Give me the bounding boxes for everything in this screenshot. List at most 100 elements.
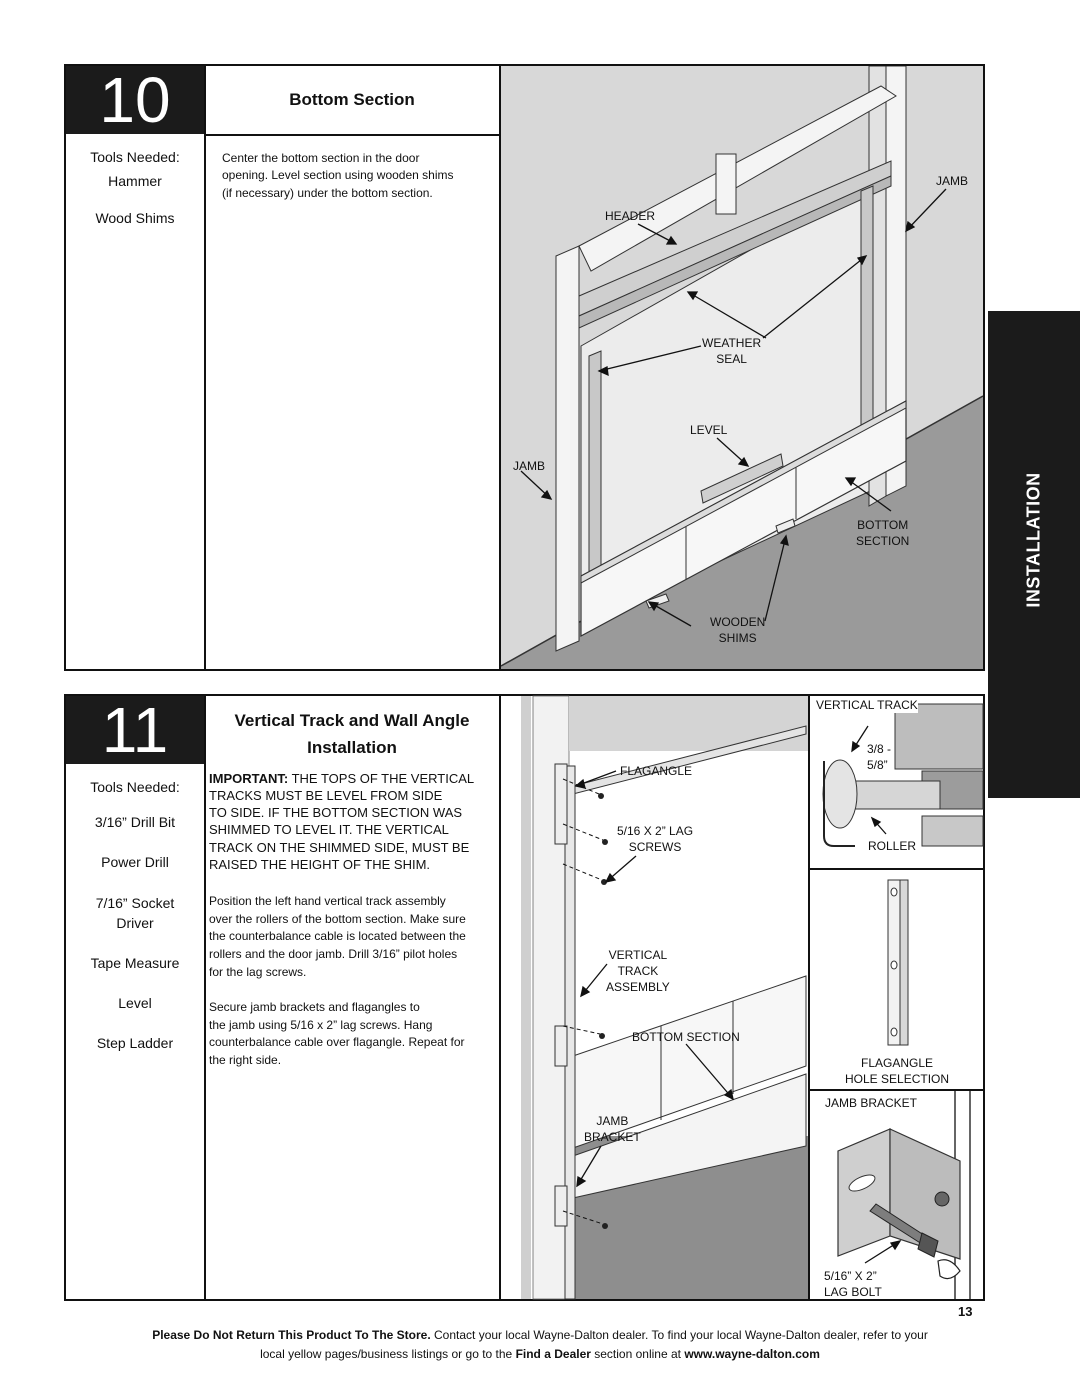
paragraph-line: Position the left hand vertical track as… xyxy=(209,894,446,908)
tool-item: Level xyxy=(118,995,152,1012)
label-line: SECTION xyxy=(856,534,910,549)
inset-label-lag-bolt: 5/16” X 2” LAG BOLT xyxy=(824,1268,882,1300)
label-header: HEADER xyxy=(605,209,656,223)
tool-item: Step Ladder xyxy=(96,1035,174,1052)
label-line: BOTTOM xyxy=(857,518,909,532)
tool-item: 3/16” Drill Bit xyxy=(94,814,176,831)
label-line: 5/16 X 2” LAG xyxy=(617,824,694,838)
instruction-line: (if necessary) under the bottom section. xyxy=(222,185,433,200)
label-line: SEAL xyxy=(716,352,747,367)
tools-heading: Tools Needed: xyxy=(90,779,180,795)
important-line: TRACKS MUST BE LEVEL FROM SIDE xyxy=(209,788,443,804)
inset-label-jamb-bracket: JAMB BRACKET xyxy=(825,1096,918,1110)
paragraph-line: the jamb using 5/16 x 2” lag screws. Han… xyxy=(209,1017,433,1032)
footer-find-dealer[interactable]: Find a Dealer xyxy=(515,1347,591,1362)
tools-heading: Tools Needed: xyxy=(90,149,180,165)
label-jamb-left: JAMB xyxy=(513,459,546,473)
section-side-tab xyxy=(988,311,1080,798)
label-line: LAG BOLT xyxy=(824,1285,882,1300)
label-line: WEATHER xyxy=(702,336,762,350)
tool-item: Power Drill xyxy=(101,854,169,871)
important-line: THE TOPS OF THE VERTICAL xyxy=(288,771,475,786)
step11-tools-divider xyxy=(204,694,206,1301)
inset-label-flagangle: FLAGANGLE HOLE SELECTION xyxy=(845,1055,949,1087)
label-jamb-top: JAMB xyxy=(936,174,969,188)
step11-important: IMPORTANT: THE TOPS OF THE VERTICAL TRAC… xyxy=(209,770,497,873)
important-line: TRACK ON THE SHIMMED SIDE, MUST BE xyxy=(209,839,470,855)
label-line: BRACKET xyxy=(584,1130,641,1145)
step11-paragraph-2: Secure jamb brackets and flagangles to t… xyxy=(209,999,499,1070)
label-weather-seal: WEATHER SEAL xyxy=(702,335,761,367)
step10-title: Bottom Section xyxy=(289,90,415,109)
page-number: 13 xyxy=(958,1304,973,1319)
step10-instructions: Center the bottom section in the door op… xyxy=(222,150,492,202)
paragraph-line: Secure jamb brackets and flagangles to xyxy=(209,1000,420,1014)
label-line: SCREWS xyxy=(628,840,682,855)
label-jamb-bracket: JAMB BRACKET xyxy=(584,1113,641,1145)
inset-label-vertical-track: VERTICAL TRACK xyxy=(816,697,918,714)
label-line: 5/16” X 2” xyxy=(824,1269,877,1283)
step11-figure-divider xyxy=(499,694,501,1301)
label-level: LEVEL xyxy=(690,423,728,437)
step11-paragraph-1: Position the left hand vertical track as… xyxy=(209,893,499,981)
step11-figure xyxy=(501,695,808,1300)
label-lag-screws: 5/16 X 2” LAG SCREWS xyxy=(617,823,693,855)
label-flagangle: FLAGANGLE xyxy=(620,764,693,778)
label-line: VERTICAL xyxy=(608,948,668,962)
label-line: WOODEN xyxy=(710,615,766,629)
important-lead: IMPORTANT: xyxy=(209,771,289,786)
important-line: RAISED THE HEIGHT OF THE SHIM. xyxy=(209,856,431,872)
step10-tools: Tools Needed: Hammer Wood Shims xyxy=(68,148,202,251)
step11-title: Vertical Track and Wall Angle Installati… xyxy=(206,707,498,761)
tool-item: Wood Shims xyxy=(95,210,175,227)
tool-item: Hammer xyxy=(108,173,162,190)
paragraph-line: over the rollers of the bottom section. … xyxy=(209,911,466,926)
paragraph-line: for the lag screws. xyxy=(209,964,307,979)
label-bottom-section: BOTTOM SECTION xyxy=(632,1030,740,1044)
step11-inset-divider xyxy=(808,694,810,1301)
step11-inset-rule-1 xyxy=(808,868,985,870)
footer-bold: Please Do Not Return This Product To The… xyxy=(152,1328,431,1342)
step10-panel xyxy=(64,64,985,671)
tool-item: Tape Measure xyxy=(90,954,180,971)
step11-tools: Tools Needed: 3/16” Drill Bit Power Dril… xyxy=(68,778,202,1076)
inset-label-gap: 3/8 - 5/8” xyxy=(867,741,891,773)
paragraph-line: rollers and the door jamb. Drill 3/16” p… xyxy=(209,946,458,961)
instruction-line: Center the bottom section in the door xyxy=(222,151,420,165)
label-line: 3/8 - xyxy=(867,742,892,756)
label-vertical-track-assembly: VERTICAL TRACK ASSEMBLY xyxy=(606,947,670,996)
inset-label-roller: ROLLER xyxy=(868,839,917,853)
inset-jamb-bracket-figure xyxy=(837,1091,971,1299)
step10-tools-divider xyxy=(204,64,206,671)
tool-item: Driver xyxy=(116,914,154,931)
label-line: SHIMS xyxy=(718,631,757,646)
step10-figure-divider xyxy=(499,64,501,671)
label-bottom-section: BOTTOM SECTION xyxy=(856,517,909,549)
footer-website-link[interactable]: www.wayne-dalton.com xyxy=(684,1347,820,1362)
step10-figure xyxy=(501,66,983,669)
title-line: Installation xyxy=(307,738,397,758)
label-line: JAMB xyxy=(596,1114,629,1128)
step11-panel xyxy=(64,694,985,1301)
instruction-line: opening. Level section using wooden shim… xyxy=(222,168,454,183)
footer-text: Contact your local Wayne-Dalton dealer. … xyxy=(430,1328,928,1342)
paragraph-line: the right side. xyxy=(209,1052,282,1067)
label-line: HOLE SELECTION xyxy=(845,1072,950,1087)
tool-item: 7/16” Socket xyxy=(95,894,175,911)
inset-flagangle-figure xyxy=(887,879,909,1046)
paragraph-line: the counterbalance cable is located betw… xyxy=(209,929,466,944)
footer-text: section online at xyxy=(590,1347,685,1362)
important-line: SHIMMED TO LEVEL IT. THE VERTICAL xyxy=(209,822,449,838)
label-line: TRACK xyxy=(617,964,659,979)
step11-number: 11 xyxy=(66,694,204,766)
label-line: FLAGANGLE xyxy=(861,1056,934,1070)
important-line: TO SIDE. IF THE BOTTOM SECTION WAS xyxy=(209,805,463,821)
paragraph-line: counterbalance cable over flagangle. Rep… xyxy=(209,1035,465,1050)
label-wooden-shims: WOODEN SHIMS xyxy=(710,614,765,646)
label-line: ASSEMBLY xyxy=(606,980,670,995)
title-line: Vertical Track and Wall Angle xyxy=(234,711,470,730)
section-side-tab-label: INSTALLATION xyxy=(1023,472,1044,608)
footer-text: local yellow pages/business listings or … xyxy=(260,1347,516,1362)
label-line: 5/8” xyxy=(867,758,888,773)
step10-title-rule xyxy=(204,134,501,136)
